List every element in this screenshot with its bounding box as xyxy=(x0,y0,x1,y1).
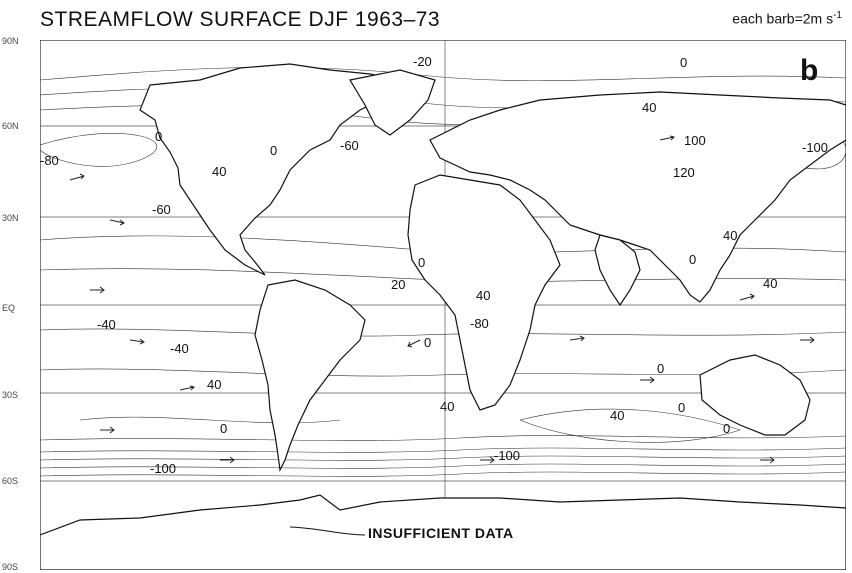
contour-label: -80 xyxy=(470,316,489,331)
india-outline xyxy=(594,234,641,307)
barb-scale-exponent: -1 xyxy=(833,10,842,21)
contour-label: 0 xyxy=(155,129,162,144)
barb-scale-note: each barb=2m s-1 xyxy=(732,10,842,27)
contour-label: 0 xyxy=(680,55,687,70)
lat-label-90n: 90N xyxy=(2,36,19,46)
lat-label-eq: EQ xyxy=(2,303,16,313)
africa-outline xyxy=(407,174,561,411)
antarctica-outline xyxy=(40,494,846,570)
map-title: STREAMFLOW SURFACE DJF 1963–73 xyxy=(40,8,441,31)
contour-label: 40 xyxy=(642,100,656,115)
contour-label: -60 xyxy=(340,138,359,153)
contour-label: -60 xyxy=(152,202,171,217)
contour-label: 0 xyxy=(723,421,730,436)
continent-outlines xyxy=(40,63,846,570)
contour-label: 0 xyxy=(678,400,685,415)
contour-label: 0 xyxy=(424,335,431,350)
south-america-outline xyxy=(254,279,366,473)
contour-label: 40 xyxy=(440,399,454,414)
contour-label: 0 xyxy=(418,255,425,270)
lat-label-90s: 90S xyxy=(2,562,19,572)
lat-label-30n: 30N xyxy=(2,213,19,223)
contour-label: -40 xyxy=(97,317,116,332)
europe-asia-outline xyxy=(429,91,846,303)
contour-label: 100 xyxy=(684,133,706,148)
contour-label: -40 xyxy=(170,341,189,356)
contour-label: 40 xyxy=(476,288,490,303)
contour-label: -80 xyxy=(40,153,59,168)
contour-label: 40 xyxy=(723,228,737,243)
contour-label: 0 xyxy=(270,143,277,158)
australia-outline xyxy=(699,354,811,436)
contour-label: -100 xyxy=(150,461,176,476)
panel-letter: b xyxy=(800,54,819,87)
contour-label: 40 xyxy=(763,276,777,291)
contour-label: 120 xyxy=(673,165,695,180)
contour-label: -100 xyxy=(494,448,520,463)
contour-label: 0 xyxy=(657,361,664,376)
contour-label: 40 xyxy=(610,408,624,423)
lat-label-30s: 30S xyxy=(2,390,19,400)
contour-labels: -20 0 40 0 -80 0 -60 40 100 -100 120 -60… xyxy=(40,54,828,476)
greenland-outline xyxy=(349,69,436,136)
contour-label: 0 xyxy=(220,421,227,436)
lat-label-60n: 60N xyxy=(2,121,19,131)
insufficient-data-leader xyxy=(289,526,366,536)
contour-label: -20 xyxy=(413,54,432,69)
insufficient-data-label: INSUFFICIENT DATA xyxy=(368,525,514,541)
lat-label-60s: 60S xyxy=(2,476,19,486)
contour-label: 40 xyxy=(212,164,226,179)
wind-barbs xyxy=(69,135,815,464)
contour-label: -100 xyxy=(802,140,828,155)
streamflow-map: -20 0 40 0 -80 0 -60 40 100 -100 120 -60… xyxy=(40,40,846,570)
contour-label: 0 xyxy=(689,252,696,267)
contour-label: 40 xyxy=(207,377,221,392)
contour-label: 20 xyxy=(391,277,405,292)
